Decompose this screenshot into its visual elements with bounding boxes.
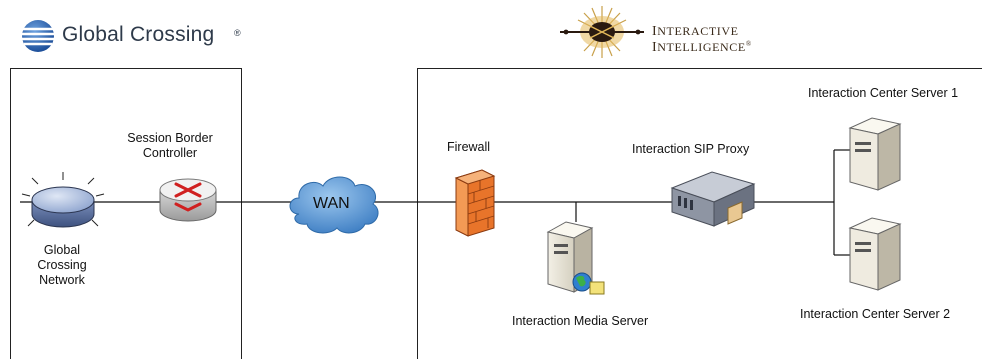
firewall-icon [454,169,496,237]
rack-server-icon [670,171,756,227]
registered-mark: ® [234,28,241,38]
globe-icon [22,20,54,52]
media-server-label: Interaction Media Server [512,314,649,328]
center-server-2-icon [848,217,902,291]
wan-label: WAN [313,195,350,212]
center-server-2-label: Interaction Center Server 2 [800,307,951,321]
global-crossing-wordmark: Global Crossing [62,23,215,46]
wan-cloud-icon [289,176,379,234]
global-crossing-logo: Global Crossing ® [20,18,250,54]
sip-proxy-label: Interaction SIP Proxy [632,142,750,156]
interactive-intelligence-wordmark: INTERACTIVE INTELLIGENCE® [652,24,752,55]
interactive-intelligence-logo: INTERACTIVE INTELLIGENCE® [560,4,840,60]
media-server-icon [546,221,605,295]
global-crossing-network-label: Global Crossing Network [37,243,87,287]
network-disk-icon [21,172,105,228]
session-border-controller-label: Session Border Controller [127,131,213,160]
firewall-label: Firewall [447,140,491,154]
sunburst-icon [560,6,644,58]
center-server-1-icon [848,117,902,191]
router-icon [159,178,217,222]
carrier-zone-box [10,68,242,359]
center-server-1-label: Interaction Center Server 1 [808,86,959,100]
customer-zone-box [417,68,982,359]
